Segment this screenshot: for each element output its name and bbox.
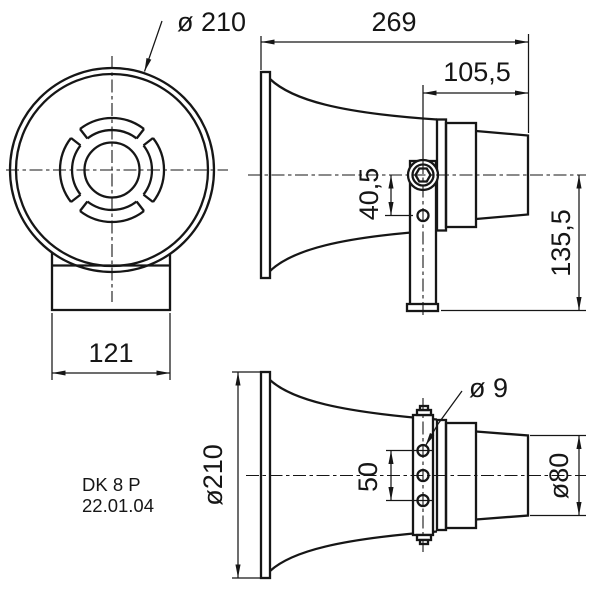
front-diameter-label: ø 210 (177, 7, 246, 37)
driver-length-label: 105,5 (443, 57, 511, 87)
side-view: 269 105,5 40,5 135,5 (248, 7, 586, 316)
hole-diameter-label: ø 9 (469, 373, 508, 403)
side-centerlines (248, 161, 586, 316)
hole-diameter-leader (424, 390, 463, 447)
date-label: 22.01.04 (82, 495, 154, 516)
plan-view: 50 ø 9 ø210 ø80 (198, 370, 586, 580)
total-length-label: 269 (371, 7, 416, 37)
front-view: ø 210 121 (6, 7, 246, 380)
driver-diameter-label: ø80 (544, 453, 574, 500)
side-dimensions: 269 105,5 40,5 135,5 (260, 7, 586, 312)
bracket-hole-offset-label: 40,5 (354, 168, 384, 221)
mounting-base-front (50, 252, 172, 312)
plan-centerlines (246, 398, 586, 552)
product-code-label: DK 8 P (82, 474, 141, 495)
diameter-leader-line (143, 20, 163, 72)
front-dimensions: ø 210 121 (51, 7, 246, 380)
plan-dimensions: 50 ø 9 ø210 ø80 (198, 371, 586, 579)
front-centerlines (6, 56, 228, 302)
title-block: DK 8 P 22.01.04 (82, 474, 154, 516)
base-width-label: 121 (88, 338, 133, 368)
hole-spacing-label: 50 (353, 462, 383, 492)
mouth-diameter-label: ø210 (198, 444, 228, 506)
overall-height-label: 135,5 (546, 209, 576, 277)
